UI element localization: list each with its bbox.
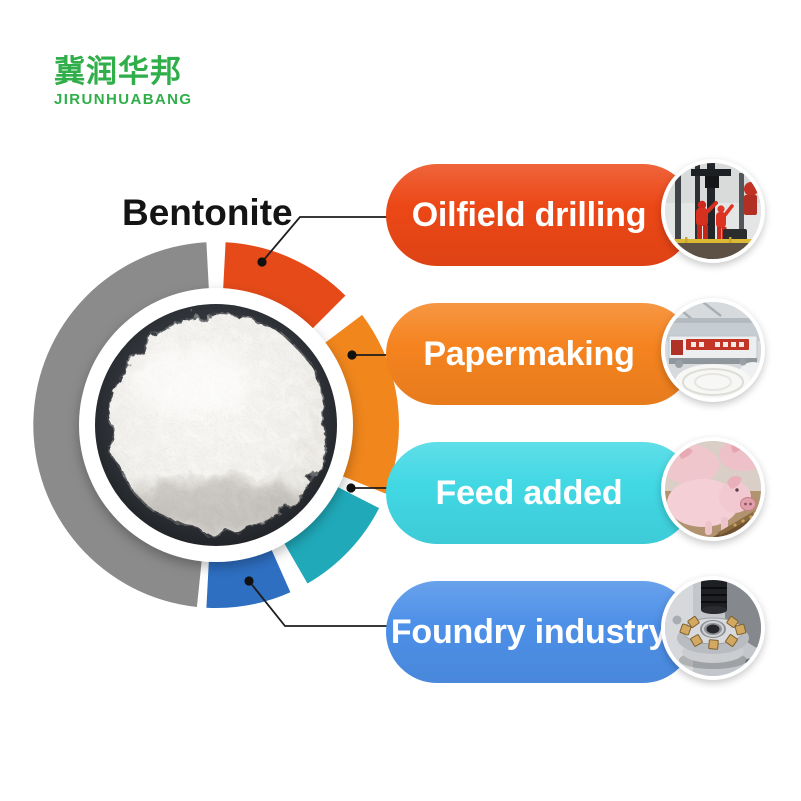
ring-segment-gray [33, 242, 210, 608]
foundry-tool-photo [661, 576, 765, 680]
application-pill-feed-added: Feed added [386, 442, 694, 544]
connector-dots [244, 257, 357, 586]
connector-dot-feed [346, 483, 356, 493]
application-label: Papermaking [423, 334, 635, 373]
application-label: Foundry industry [390, 612, 668, 651]
connector-dot-papermaking [347, 350, 357, 360]
application-pill-oilfield-drilling: Oilfield drilling [386, 164, 694, 266]
logo-chinese-text: 冀润华邦 [54, 54, 182, 89]
application-label: Oilfield drilling [411, 195, 647, 234]
oilfield-scene [665, 163, 761, 259]
connector-dot-foundry [244, 576, 254, 586]
brand-logo: 冀润华邦 JIRUNHUABANG [54, 56, 192, 107]
bentonite-powder-photo [108, 313, 328, 533]
connector-oilfield [261, 216, 392, 263]
application-pill-papermaking: Papermaking [386, 303, 694, 405]
pigs-scene [665, 441, 761, 537]
connector-foundry [248, 580, 392, 627]
feed-pigs-photo [661, 437, 765, 541]
application-pill-foundry-industry: Foundry industry [386, 581, 694, 683]
oilfield-drilling-photo [661, 159, 765, 263]
product-title: Bentonite [122, 192, 293, 233]
ring-segment-oilfield [222, 242, 346, 339]
papermaking-scene [665, 302, 761, 398]
foundry-scene [665, 580, 761, 676]
connector-dot-oilfield [257, 257, 267, 267]
ring-segment-feed [277, 480, 380, 584]
application-label: Feed added [435, 473, 623, 512]
logo-latin-text: JIRUNHUABANG [54, 91, 193, 108]
papermaking-photo [661, 298, 765, 402]
